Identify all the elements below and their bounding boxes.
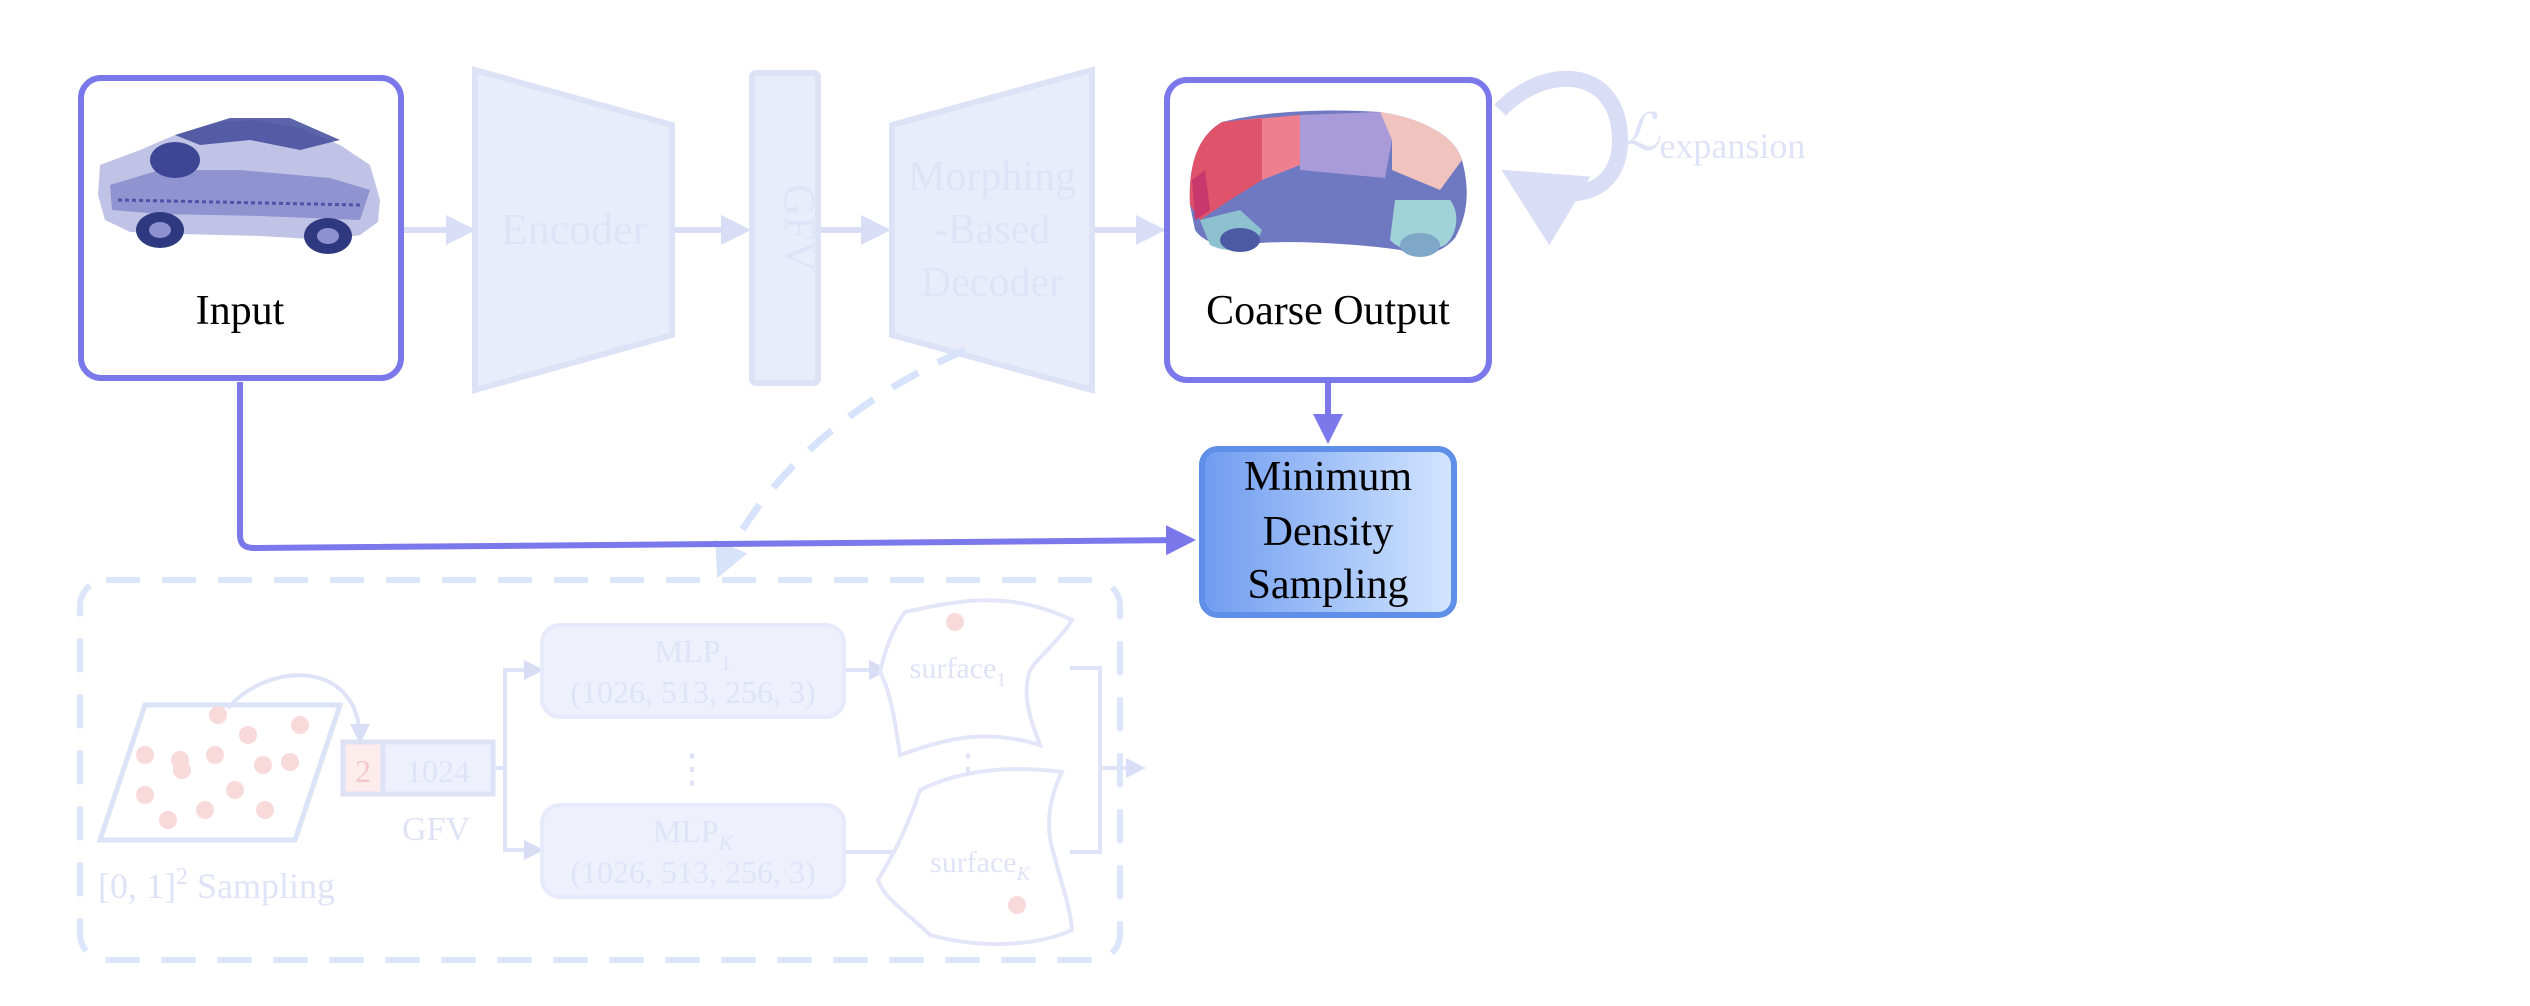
mds-label-line2: Density	[1263, 509, 1394, 555]
gfv-label: GFV	[775, 184, 824, 272]
sample-points	[136, 706, 309, 829]
surface-bottom: surfaceK	[875, 767, 1075, 947]
coarse-output-label: Coarse Output	[1206, 288, 1450, 334]
surface-top-sub: 1	[996, 669, 1006, 691]
svg-text:MLP1: MLP1	[655, 633, 732, 675]
encoder-label: Encoder	[501, 205, 648, 254]
svg-text:ℒexpansion: ℒexpansion	[1622, 105, 1805, 166]
mlp-bottom-name: MLP	[653, 813, 719, 849]
mds-label-line3: Sampling	[1247, 562, 1408, 608]
sampling-label-suffix: Sampling	[188, 866, 335, 906]
input-to-mds-arrow	[237, 382, 1196, 556]
mds-label-line1: Minimum	[1244, 454, 1412, 500]
expansion-loss: ℒexpansion	[1494, 70, 1805, 246]
concat-gfv: 2 1024 GFV	[340, 739, 496, 848]
surface-merge-lines	[1070, 666, 1138, 854]
minimum-density-sampling-node: Minimum Density Sampling	[1199, 446, 1457, 618]
expansion-loop-arrow	[1494, 70, 1629, 246]
concat-gfv-dim-uv: 2	[355, 753, 371, 789]
gfv-block: GFV	[749, 70, 824, 386]
svg-text:[0, 1]2 Sampling: [0, 1]2 Sampling	[98, 864, 335, 906]
decoder-detail-panel: [0, 1]2 Sampling 2 1024 GFV MLP1 (1026, …	[77, 577, 1146, 963]
svg-text:surfaceK: surfaceK	[930, 846, 1032, 885]
decoder-label-line1: Morphing	[908, 154, 1076, 200]
surface-top-name: surface	[910, 652, 997, 685]
gfv-branch-lines	[495, 668, 535, 852]
car-point-cloud-icon	[98, 118, 380, 254]
surface-top: surface1	[877, 598, 1075, 758]
decoder-to-detail-dashed-arrow	[715, 346, 967, 579]
sampling-label-range: [0, 1]	[98, 866, 176, 906]
mlp-top-dims: (1026, 513, 256, 3)	[570, 674, 815, 710]
decoder-label-line3: Decoder	[921, 260, 1063, 306]
input-label: Input	[196, 288, 285, 334]
mlp-bottom-sub: K	[718, 830, 735, 855]
sampling-label-exponent: 2	[176, 864, 188, 890]
mlp-top-name: MLP	[655, 633, 721, 669]
mlp-bottom: MLPK (1026, 513, 256, 3)	[540, 803, 846, 899]
mlp-top: MLP1 (1026, 513, 256, 3)	[540, 623, 846, 719]
encoder-block: Encoder	[472, 66, 675, 394]
decoder-label-line2: -Based	[934, 207, 1051, 253]
unit-square-sampling: [0, 1]2 Sampling	[96, 673, 370, 906]
concat-gfv-label: GFV	[402, 811, 470, 848]
input-node: Input	[78, 75, 404, 381]
svg-text:surface1: surface1	[910, 652, 1007, 691]
expansion-loss-symbol: ℒ	[1622, 105, 1661, 162]
mlp-ellipsis: ⋮	[672, 746, 712, 791]
surface-bottom-sub: K	[1016, 863, 1032, 885]
svg-text:MLPK: MLPK	[653, 813, 735, 855]
expansion-loss-subscript: expansion	[1659, 126, 1805, 166]
sampling-to-gfv-curve	[226, 673, 370, 744]
decoder-block: Morphing -Based Decoder	[889, 66, 1095, 394]
surface-bottom-name: surface	[930, 846, 1017, 879]
segmented-car-point-cloud-icon	[1189, 110, 1467, 257]
concat-gfv-dim-feature: 1024	[406, 753, 470, 789]
mlp-bottom-dims: (1026, 513, 256, 3)	[570, 854, 815, 890]
mlp-top-sub: 1	[720, 650, 731, 675]
active-path-arrows	[237, 382, 1343, 556]
coarse-output-node: Coarse Output	[1164, 77, 1492, 383]
